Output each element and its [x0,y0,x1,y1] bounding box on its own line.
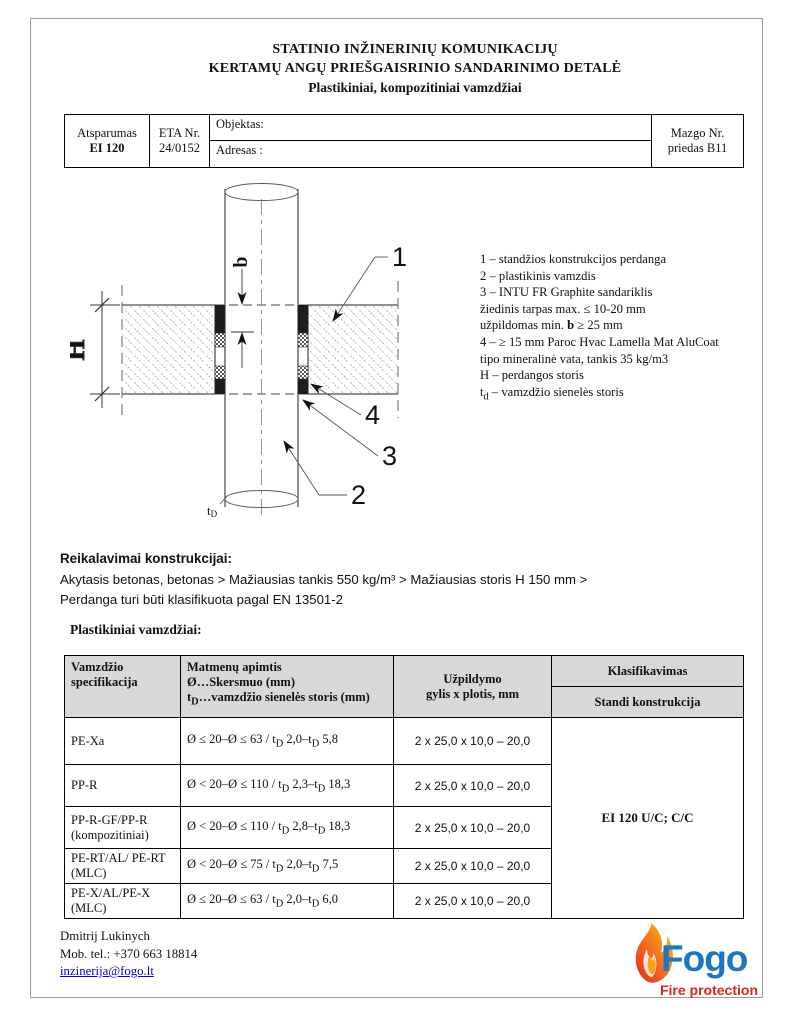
label-td-sub: D [211,509,218,519]
cell-dims: Ø < 20–Ø ≤ 110 / tD 2,8–tD 18,3 [180,806,394,849]
fogo-logo: Fogo Fire protection [628,922,760,1009]
title-line-1: STATINIO INŽINERINIŲ KOMUNIKACIJŲ [272,42,558,57]
adresas-cell: Adresas : [209,140,652,168]
mazgo-cell: Mazgo Nr. priedas B11 [651,114,744,168]
callout-1: 1 [392,242,407,272]
requirements-line-2: Perdanga turi būti klasifikuota pagal EN… [60,592,343,607]
mazgo-line-2: priedas B11 [667,141,728,155]
legend-line: 2 – plastikinis vamzdis [480,268,596,283]
cell-fill: 2 x 25,0 x 10,0 – 20,0 [393,717,552,765]
callout-2: 2 [351,480,366,510]
col-header-classification: Klasifikavimas [551,655,744,687]
legend-line: H – perdangos storis [480,368,584,383]
atsparumas-value: EI 120 [89,141,125,155]
label-td-base: t [207,503,211,518]
legend-line: žiedinis tarpas max. ≤ 10-20 mm [480,301,646,316]
legend-line: tipo mineralinė vata, tankis 35 kg/m3 [480,351,669,366]
cell-spec: PP-R [64,764,181,807]
col-header-rigid-construction: Standi konstrukcija [551,686,744,718]
legend-line: 4 – ≥ 15 mm Paroc Hvac Lamella Mat AluCo… [480,334,719,349]
cell-spec: PE-RT/AL/ PE-RT (MLC) [64,848,181,884]
table-row: PE-X/AL/PE-X (MLC) Ø ≤ 20–Ø ≤ 63 / tD 2,… [64,883,744,919]
atsparumas-cell: Atsparumas EI 120 [64,114,150,168]
cell-spec: PP-R-GF/PP-R (kompozitiniai) [64,806,181,849]
title-line-3: Plastikiniai, kompozitiniai vamzdžiai [308,80,522,95]
flame-icon [635,923,673,983]
table-row: PE-RT/AL/ PE-RT (MLC) Ø < 20–Ø ≤ 75 / tD… [64,848,744,884]
pipes-heading: Plastikiniai vamzdžiai: [70,622,202,637]
requirements-line-1: Akytasis betonas, betonas > Mažiausias t… [60,571,588,587]
floor-slab [121,281,399,421]
eta-value: 24/0152 [159,141,200,155]
table-row: PE-Xa Ø ≤ 20–Ø ≤ 63 / tD 2,0–tD 5,8 2 x … [64,717,744,919]
legend-line: 1 – standžios konstrukcijos perdanga [480,252,667,266]
fire-sealant [215,305,308,394]
dimension-H: H [70,291,120,408]
eta-cell: ETA Nr. 24/0152 [149,114,210,168]
plastic-pipe [224,183,299,515]
legend-line: td – vamzdžio sienelės storis [480,384,624,403]
callouts: 1 4 3 2 [283,242,407,510]
title-line-2: KERTAMŲ ANGŲ PRIEŠGAISRINIO SANDARINIMO … [208,61,622,76]
label-b: b [230,256,252,267]
contact-block: Dmitrij Lukinych Mob. tel.: +370 663 188… [60,928,197,981]
objektas-cell: Objektas: [209,114,652,141]
cell-spec: PE-Xa [64,717,181,765]
cell-dims: Ø ≤ 20–Ø ≤ 63 / tD 2,0–tD 5,8 [180,717,394,765]
cell-fill: 2 x 25,0 x 10,0 – 20,0 [393,806,552,849]
atsparumas-label: Atsparumas [77,126,137,140]
contact-phone: Mob. tel.: +370 663 18814 [60,946,198,961]
construction-requirements: Reikalavimai konstrukcijai: Akytasis bet… [60,549,700,611]
info-header-table: Atsparumas EI 120 ETA Nr. 24/0152 Objekt… [64,114,744,168]
requirements-heading: Reikalavimai konstrukcijai: [60,551,232,566]
cell-classification: EI 120 U/C; C/C [551,717,744,919]
logo-brand-text: Fogo [661,938,748,979]
logo-tagline: Fire protection [660,982,758,998]
mazgo-line-1: Mazgo Nr. [670,126,725,140]
cell-spec: PE-X/AL/PE-X (MLC) [64,883,181,919]
cell-fill: 2 x 25,0 x 10,0 – 20,0 [393,883,552,919]
contact-name: Dmitrij Lukinych [60,929,150,943]
cell-fill: 2 x 25,0 x 10,0 – 20,0 [393,848,552,884]
cell-dims: Ø < 20–Ø ≤ 110 / tD 2,3–tD 18,3 [180,764,394,807]
contact-email-link[interactable]: inzinerija@fogo.lt [60,964,154,978]
legend-line: 3 – INTU FR Graphite sandariklis [480,285,653,300]
cell-dims: Ø ≤ 20–Ø ≤ 63 / tD 2,0–tD 6,0 [180,883,394,919]
mineral-wool [214,332,309,380]
eta-label: ETA Nr. [158,126,201,140]
legend-line: užpildomas min. b ≥ 25 mm [480,318,623,333]
dimension-td: tD [207,495,228,519]
pipe-penetration-diagram: H b 1 4 3 2 tD [70,183,407,519]
col-header-spec: Vamzdžio specifikacija [64,655,181,718]
svg-text:tD: tD [207,503,218,519]
label-H: H [70,339,90,360]
cell-dims: Ø < 20–Ø ≤ 75 / tD 2,0–tD 7,5 [180,848,394,884]
document-title: STATINIO INŽINERINIŲ KOMUNIKACIJŲ KERTAM… [80,42,750,96]
dimension-b: b [230,256,254,368]
callout-3: 3 [382,441,397,471]
cell-fill: 2 x 25,0 x 10,0 – 20,0 [393,764,552,807]
callout-4: 4 [365,400,380,430]
diagram-legend: 1 – standžios konstrukcijos perdanga 2 –… [480,251,780,406]
page-border [30,18,763,998]
